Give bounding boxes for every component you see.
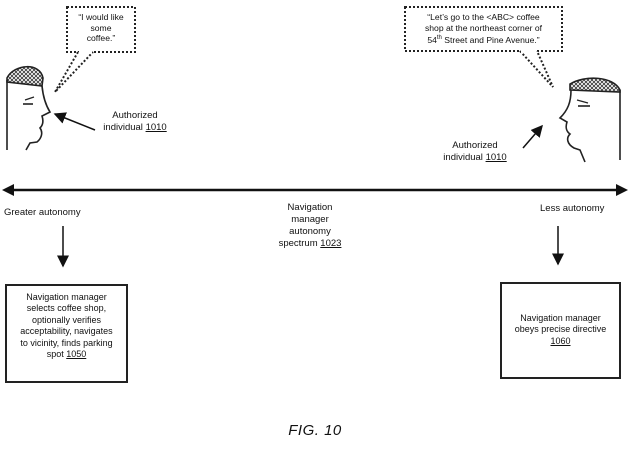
navigation-manager-directive-box: Navigation manager obeys precise directi… [500, 282, 621, 379]
right-person-ref: 1010 [485, 151, 507, 163]
left-person-label-line-2: individual 1010 [92, 122, 178, 134]
figure-label: FIG. 10 [288, 422, 342, 439]
right-speech-line-2: shop at the northeast corner of [424, 22, 543, 33]
left-speech-line-3: coffee.” [86, 33, 116, 44]
autonomy-spectrum-line [2, 184, 628, 196]
right-person-head-icon [558, 77, 621, 163]
left-person-head-icon [6, 65, 52, 151]
left-speech-bubble [54, 6, 136, 93]
right-speech-line-1: “Let’s go to the <ABC> coffee [427, 12, 540, 22]
right-person-label: Authorized individual 1010 [430, 140, 520, 163]
spectrum-ref: 1023 [320, 238, 342, 249]
left-box-spot-text: spot [46, 349, 64, 360]
spectrum-label-line-4: spectrum 1023 [265, 238, 355, 250]
greater-autonomy-label: Greater autonomy [4, 207, 81, 218]
spectrum-label-line-1: Navigation [287, 202, 333, 213]
right-person-label-line-1: Authorized [452, 140, 498, 151]
right-speech-street-number: 54 [427, 35, 437, 46]
right-box-line-1: Navigation manager [520, 313, 601, 323]
left-box-line-4: acceptability, navigates [20, 326, 113, 337]
spectrum-label-line-3: autonomy [289, 226, 331, 237]
left-person-label-line-1: Authorized [112, 110, 158, 121]
right-speech-ordinal: th [436, 35, 442, 42]
right-label-arrow [522, 124, 543, 149]
left-person-ref: 1010 [145, 121, 167, 133]
right-speech-bubble [404, 6, 563, 88]
left-box-ref: 1050 [66, 349, 87, 360]
right-speech-text: “Let’s go to the <ABC> coffee shop at th… [407, 12, 560, 46]
left-box-line-5: to vicinity, finds parking [20, 337, 113, 348]
less-autonomy-label: Less autonomy [540, 203, 605, 214]
left-box-line-3: optionally verifies [31, 314, 102, 325]
right-speech-street-rest: Street and Pine Avenue.” [441, 35, 540, 46]
navigation-manager-autonomous-box: Navigation manager selects coffee shop, … [5, 284, 128, 383]
right-speech-line-3: 54th Street and Pine Avenue.” [407, 33, 560, 45]
left-person-label: Authorized individual 1010 [92, 110, 178, 133]
right-box-ref: 1060 [550, 335, 571, 346]
left-person-label-text: individual [103, 121, 143, 133]
left-box-line-1: Navigation manager [26, 292, 107, 302]
spectrum-label-line-2: manager [291, 214, 329, 225]
spectrum-label: Navigation manager autonomy spectrum 102… [265, 202, 355, 250]
left-label-arrow [53, 112, 96, 131]
right-person-label-text: individual [443, 151, 483, 163]
left-box-line-2: selects coffee shop, [26, 303, 107, 314]
left-speech-text: “I would like some coffee.” [69, 12, 133, 44]
left-box-line-6: spot 1050 [7, 349, 126, 360]
left-speech-line-1: “I would like [78, 12, 124, 22]
right-box-line-2: obeys precise directive [514, 324, 607, 335]
spectrum-label-text: spectrum [278, 238, 318, 249]
right-person-label-line-2: individual 1010 [430, 152, 520, 164]
left-speech-line-2: some [90, 22, 112, 33]
